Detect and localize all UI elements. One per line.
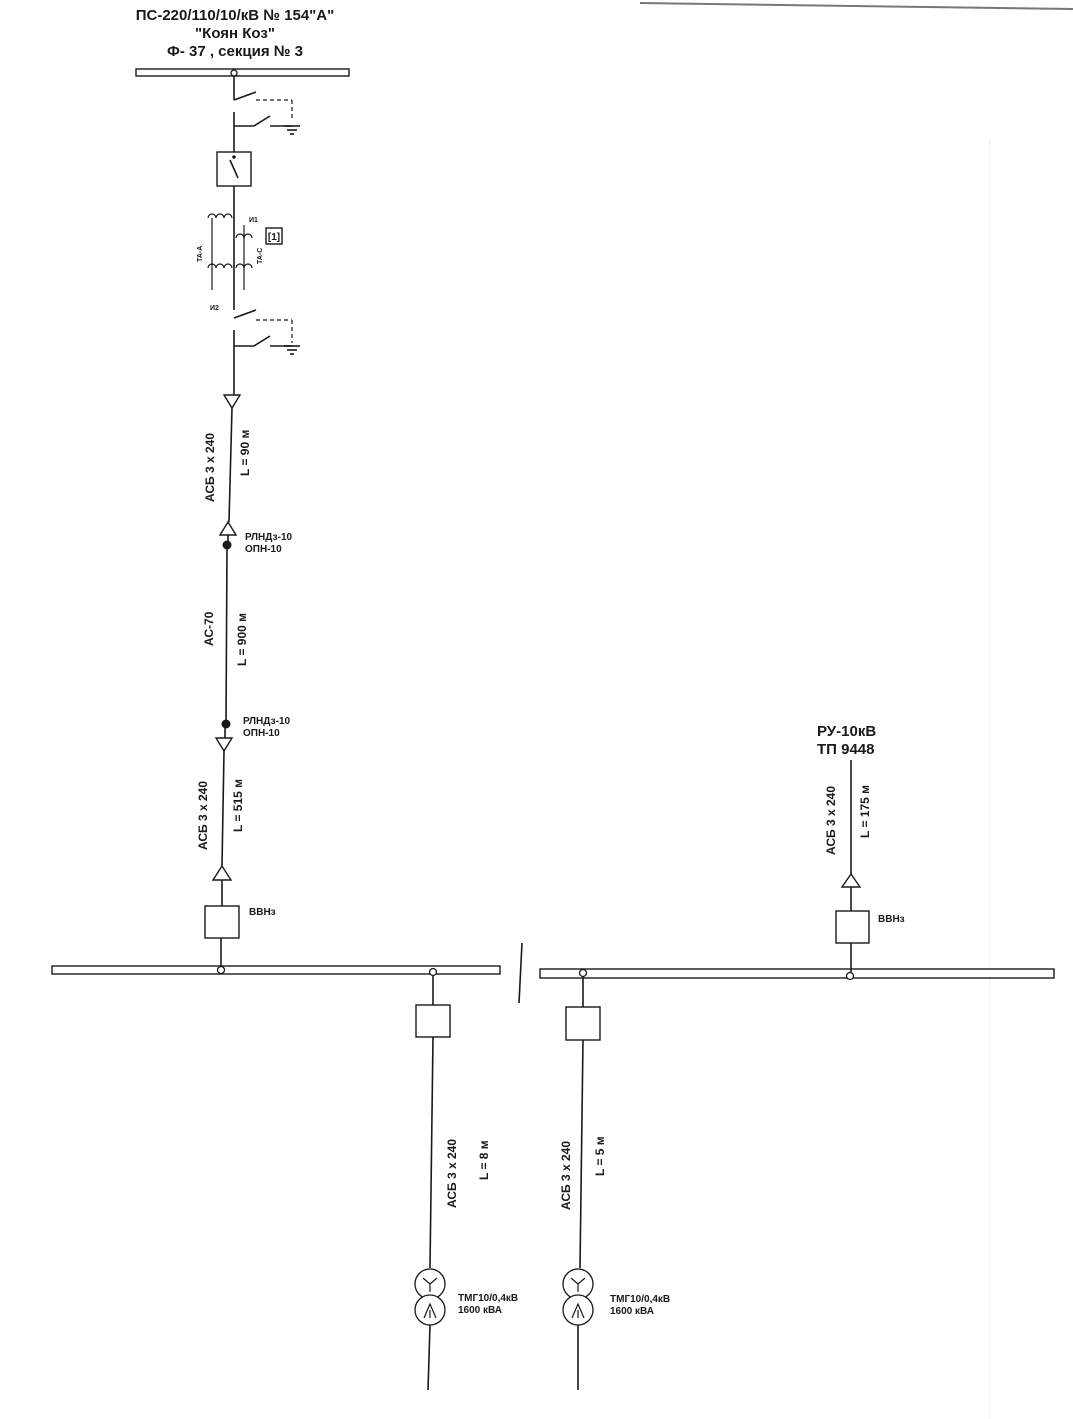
- ct-label-a: ТА-А: [197, 246, 204, 262]
- cable-termination-icon: [218, 520, 238, 536]
- rlnd-label-2: РЛНДз-10: [243, 716, 291, 727]
- tp-cable-length: L = 175 м: [858, 785, 872, 838]
- ru-title: РУ-10кВ: [817, 723, 876, 740]
- t1-power: 1600 кВА: [458, 1305, 502, 1316]
- busbar-connection-node: [216, 965, 226, 975]
- substation-title: ПС-220/110/10/кВ № 154"А": [136, 7, 335, 24]
- cable1-length: L = 90 м: [238, 430, 252, 476]
- feeder-section: Ф- 37 , секция № 3: [167, 43, 303, 60]
- overhead-line-type: АС-70: [202, 611, 216, 646]
- busbar-connection-node: [428, 967, 438, 977]
- cable2-type: АСБ 3 х 240: [196, 781, 210, 850]
- t1-cable-type: АСБ 3 х 240: [445, 1139, 459, 1208]
- tp-cable-type: АСБ 3 х 240: [824, 786, 838, 855]
- meter-label: [1]: [268, 232, 280, 243]
- substation-busbar: [135, 68, 350, 77]
- disconnector-with-earthing-1: [233, 91, 300, 152]
- meter-box: [265, 227, 283, 245]
- opn-label-1: ОПН-10: [245, 544, 282, 555]
- busbar-connection-node: [578, 968, 588, 978]
- busbar-section-right: [539, 968, 1055, 979]
- overhead-line-length: L = 900 м: [235, 613, 249, 666]
- pole-disconnector-dot: [222, 540, 232, 550]
- cable-termination-icon: [222, 394, 242, 410]
- t1-cable-length: L = 8 м: [477, 1140, 491, 1180]
- ct-terminal-i2: И2: [210, 305, 219, 312]
- load-break-switch-left: [204, 905, 240, 939]
- tp-number: ТП 9448: [817, 741, 874, 758]
- rlnd-label-1: РЛНДз-10: [245, 532, 293, 543]
- current-transformers: [207, 213, 253, 290]
- overhead-line-wire: [225, 548, 228, 723]
- disconnector-with-earthing-2: [233, 309, 300, 395]
- pole-disconnector-dot: [221, 719, 231, 729]
- cable-termination-icon: [840, 872, 862, 888]
- cable-termination-icon: [211, 864, 233, 881]
- load-break-switch-right: [835, 910, 870, 944]
- power-transformer-2: [562, 1268, 594, 1326]
- busbar-section-left: [51, 965, 501, 975]
- cable-wire: [429, 1036, 434, 1269]
- opn-label-2: ОПН-10: [243, 728, 280, 739]
- t1-model: ТМГ10/0,4кВ: [458, 1293, 518, 1304]
- busbar-connection-node: [845, 971, 855, 981]
- vvn-label-right: ВВНз: [878, 914, 905, 925]
- cable-termination-icon: [214, 737, 234, 753]
- power-transformer-1: [414, 1268, 446, 1326]
- lv-output-wire: [427, 1324, 431, 1391]
- t2-power: 1600 кВА: [610, 1306, 654, 1317]
- t2-model: ТМГ10/0,4кВ: [610, 1294, 670, 1305]
- substation-name: "Коян Коз": [195, 25, 275, 42]
- t2-cable-type: АСБ 3 х 240: [559, 1141, 573, 1210]
- cable2-length: L = 515 м: [231, 779, 245, 832]
- cable-wire: [579, 1039, 584, 1269]
- ct-label-c: ТА-С: [257, 248, 264, 264]
- cable-wire: [228, 407, 233, 523]
- vvn-label-left: ВВНз: [249, 907, 276, 918]
- transformer-switch-1: [415, 1004, 451, 1038]
- ct-terminal-i1: И1: [249, 217, 258, 224]
- cable-wire: [221, 750, 225, 867]
- scan-edge-line: [639, 2, 1073, 10]
- cable1-type: АСБ 3 х 240: [203, 433, 217, 502]
- busbar-connection-node: [230, 69, 238, 77]
- sectional-gap-mark: [518, 942, 523, 1004]
- transformer-switch-2: [565, 1006, 601, 1041]
- t2-cable-length: L = 5 м: [593, 1136, 607, 1176]
